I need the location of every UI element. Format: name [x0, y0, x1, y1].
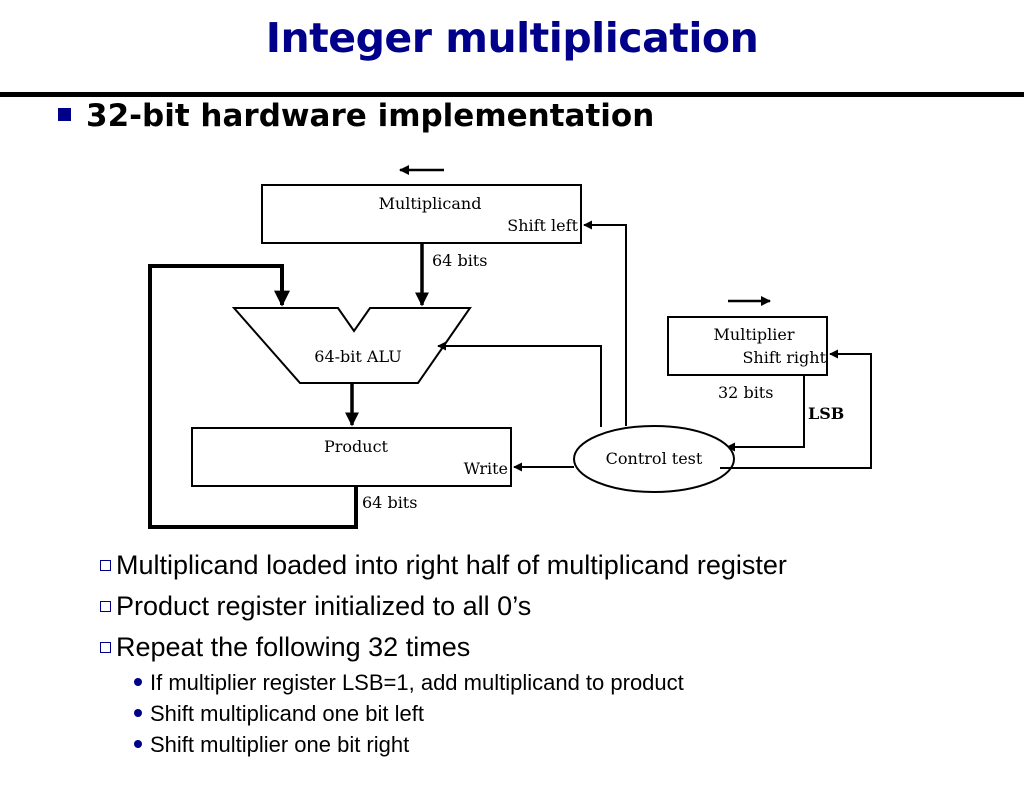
- slide-title: Integer multiplication: [265, 14, 759, 62]
- sub-list-item: Shift multiplier one bit right: [134, 732, 409, 758]
- control-to-alu-arrow: [437, 341, 602, 427]
- filled-square-bullet-icon: [58, 108, 71, 121]
- sub-list-item-text: Shift multiplier one bit right: [150, 732, 410, 757]
- multiplicand-bus-width: 64 bits: [432, 251, 487, 270]
- hollow-square-bullet-icon: [100, 642, 111, 653]
- list-item: Repeat the following 32 times: [100, 632, 470, 663]
- alu-shape: [231, 307, 472, 384]
- product-label: Product: [324, 437, 389, 456]
- hollow-square-bullet-icon: [100, 601, 111, 612]
- round-dot-bullet-icon: [134, 678, 142, 686]
- round-dot-bullet-icon: [134, 709, 142, 717]
- round-dot-bullet-icon: [134, 740, 142, 748]
- sub-list-item: Shift multiplicand one bit left: [134, 701, 424, 727]
- multiplier-register: [667, 316, 828, 376]
- product-feedback-path: [148, 264, 358, 529]
- lsb-label: LSB: [808, 404, 844, 423]
- control-test-label: Control test: [606, 449, 703, 468]
- list-item-text: Multiplicand loaded into right half of m…: [116, 550, 787, 580]
- hollow-square-bullet-icon: [100, 560, 111, 571]
- control-test-unit: [573, 425, 735, 493]
- multiplicand-register: [261, 184, 582, 244]
- sub-list-item-text: Shift multiplicand one bit left: [150, 701, 424, 726]
- list-item-text: Repeat the following 32 times: [116, 632, 471, 662]
- control-to-multiplier-arrow: [720, 349, 872, 469]
- sub-list-item-text: If multiplier register LSB=1, add multip…: [150, 670, 684, 695]
- product-register: [191, 427, 512, 487]
- multiplier-bus-width: 32 bits: [718, 383, 773, 402]
- control-to-multiplicand-arrow: [583, 220, 627, 426]
- multiplicand-shift-label: Shift left: [507, 216, 578, 235]
- multiplier-shift-label: Shift right: [742, 348, 826, 367]
- multiplier-label: Multiplier: [714, 325, 795, 344]
- alu-label: 64-bit ALU: [314, 347, 401, 366]
- heading-text: 32-bit hardware implementation: [86, 98, 655, 134]
- multiplicand-label: Multiplicand: [379, 194, 482, 213]
- product-bus-width: 64 bits: [362, 493, 417, 512]
- sub-list-item: If multiplier register LSB=1, add multip…: [134, 670, 684, 696]
- title-divider: [0, 92, 1024, 97]
- lsb-to-control-arrow: [726, 376, 805, 452]
- heading-bullet: 32-bit hardware implementation: [58, 98, 654, 134]
- list-item-text: Product register initialized to all 0’s: [116, 591, 532, 621]
- product-write-label: Write: [464, 459, 508, 478]
- list-item: Multiplicand loaded into right half of m…: [100, 550, 787, 581]
- list-item: Product register initialized to all 0’s: [100, 591, 531, 622]
